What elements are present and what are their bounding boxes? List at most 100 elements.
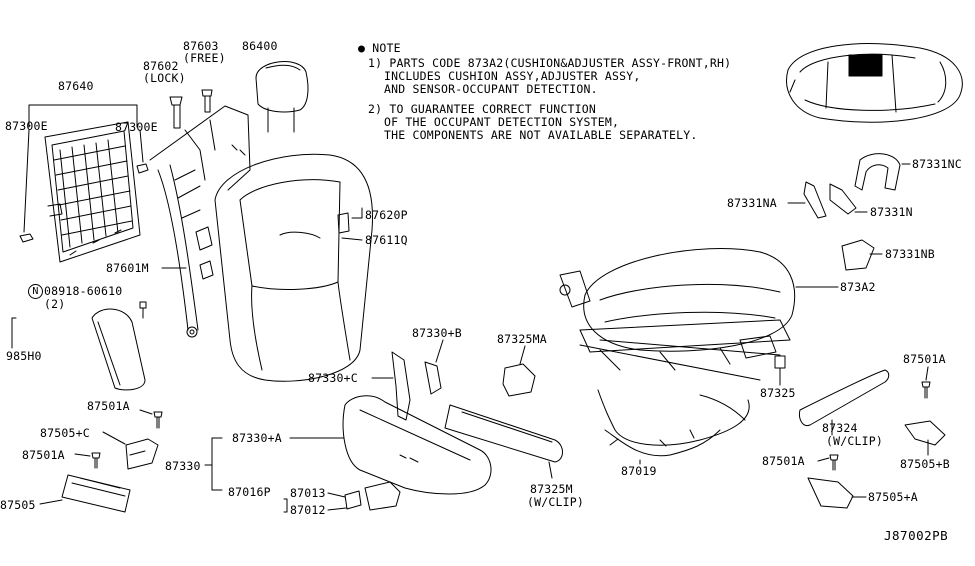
- label-87330a: 87330+A: [232, 431, 282, 445]
- cushion-adjuster-drawing: [559, 248, 796, 381]
- label-86400: 86400: [242, 39, 278, 53]
- label-87505a: 87505+A: [868, 490, 918, 504]
- label-87331nb: 87331NB: [885, 247, 935, 261]
- bracket-87505c-drawing: [125, 438, 159, 470]
- label-87013: 87013: [290, 486, 326, 500]
- headrest-guide-pins: [169, 89, 213, 129]
- cover-87330b-drawing: [424, 361, 442, 395]
- cover-87331nc-drawing: [854, 153, 901, 191]
- label-87505c: 87505+C: [40, 426, 90, 440]
- label-873a2: 873A2: [840, 280, 876, 294]
- label-87330: 87330: [165, 459, 201, 473]
- leader-87501a-4: [817, 457, 830, 462]
- side-shield-drawing: [342, 395, 492, 495]
- leader-985h0: [11, 317, 17, 349]
- label-87603-note: (FREE): [183, 51, 226, 65]
- leader-87012: [327, 507, 347, 511]
- label-87324-note: (W/CLIP): [826, 434, 883, 448]
- label-87501a-2: 87501A: [22, 448, 65, 462]
- label-87300e-left: 87300E: [5, 119, 48, 133]
- note-item1-line1: 1) PARTS CODE 873A2(CUSHION&ADJUSTER ASS…: [368, 56, 732, 70]
- label-87640: 87640: [58, 79, 94, 93]
- note-item2-line3: THE COMPONENTS ARE NOT AVAILABLE SEPARAT…: [384, 128, 698, 142]
- label-87325: 87325: [760, 386, 796, 400]
- note-star-icon: ●: [358, 41, 366, 55]
- label-87012: 87012: [290, 503, 326, 517]
- leader-87013: [327, 492, 346, 498]
- seat-location-marker: [848, 54, 883, 77]
- leader-87501a-1: [139, 409, 153, 415]
- label-87325m: 87325M: [530, 482, 573, 496]
- leader-87330b: [435, 339, 444, 363]
- bracket-87325ma-drawing: [502, 363, 536, 397]
- label-87331nc: 87331NC: [912, 157, 962, 171]
- label-87331n: 87331N: [870, 205, 913, 219]
- label-87611q: 87611Q: [365, 233, 408, 247]
- leader-87325m: [548, 461, 553, 479]
- label-87325m-note: (W/CLIP): [527, 495, 584, 509]
- leader-87620p: [351, 207, 363, 219]
- bolt-87501a-3: [921, 381, 931, 399]
- cover-87331nb-drawing: [841, 239, 875, 271]
- harness-87019-drawing: [597, 389, 750, 457]
- cover-87331na-drawing: [803, 181, 827, 219]
- fasteners-left: [91, 411, 163, 469]
- note-item1-line2: INCLUDES CUSHION ASSY,ADJUSTER ASSY,: [384, 69, 641, 83]
- sensor-87325-drawing: [774, 355, 786, 369]
- seat-back-board-drawing: [44, 121, 141, 263]
- note-item1-line3: AND SENSOR-OCCUPANT DETECTION.: [384, 82, 598, 96]
- leader-87501a-3: [925, 366, 929, 381]
- note-title: ● NOTE: [358, 42, 401, 55]
- clip-87300e-left: [19, 233, 34, 243]
- label-87602-note: (LOCK): [143, 71, 186, 85]
- label-87300e-right: 87300E: [115, 120, 158, 134]
- cover-87505b-drawing: [904, 420, 946, 446]
- label-87505: 87505: [0, 498, 36, 512]
- leader-87611q: [341, 237, 363, 241]
- leader-87330-bracket: [211, 437, 223, 491]
- label-87505b: 87505+B: [900, 457, 950, 471]
- leader-87016p-bracket: [283, 498, 288, 513]
- label-87325ma: 87325MA: [497, 332, 547, 346]
- label-87501a-1: 87501A: [87, 399, 130, 413]
- leader-87640: [28, 104, 138, 128]
- label-87603: 87603: [183, 39, 219, 53]
- trim-87324-drawing: [799, 369, 890, 427]
- leader-87505c: [102, 431, 126, 445]
- label-87620p: 87620P: [365, 208, 408, 222]
- seat-back-cushion-drawing: [214, 153, 373, 382]
- label-08918-qty: (2): [44, 297, 66, 311]
- label-985h0: 985H0: [6, 349, 42, 363]
- label-87016p: 87016P: [228, 485, 271, 499]
- note-title-text: NOTE: [372, 41, 401, 55]
- label-n-circle: N: [28, 284, 43, 299]
- note-item2-line1: 2) TO GUARANTEE CORRECT FUNCTION: [368, 102, 596, 116]
- label-87601m: 87601M: [106, 261, 149, 275]
- diagram-code: J87002PB: [884, 528, 949, 543]
- label-87330b: 87330+B: [412, 326, 462, 340]
- cover-87505a-drawing: [807, 477, 854, 509]
- label-87501a-3: 87501A: [903, 352, 946, 366]
- seat-back-frame-drawing: [149, 105, 251, 338]
- label-87602: 87602: [143, 59, 179, 73]
- leader-87325ma: [519, 345, 526, 365]
- label-87331na: 87331NA: [727, 196, 777, 210]
- inner-shield-87325m-drawing: [444, 404, 563, 463]
- leader-87300e-left: [23, 129, 30, 233]
- label-87330c: 87330+C: [308, 371, 358, 385]
- side-airbag-drawing: [91, 301, 147, 391]
- cover-87330c-drawing: [391, 351, 411, 421]
- vehicle-location-thumbnail: [786, 43, 963, 123]
- rail-cover-87505-drawing: [61, 474, 131, 513]
- clip-87300e-right: [136, 163, 149, 174]
- label-87324: 87324: [822, 421, 858, 435]
- cover-87331n-drawing: [829, 183, 857, 215]
- label-08918-60610: 08918-60610: [44, 284, 123, 298]
- leader-87501a-2: [74, 453, 91, 457]
- leader-87505: [39, 499, 63, 505]
- label-87019: 87019: [621, 464, 657, 478]
- bolt-87501a-4: [829, 454, 839, 471]
- leader-87300e-right: [139, 129, 144, 163]
